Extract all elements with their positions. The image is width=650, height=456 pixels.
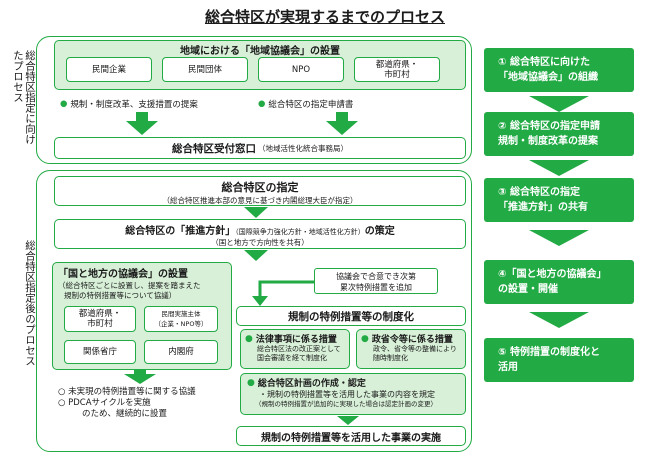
pre-vertical-label: 総合特区指定に向けたプロセス <box>6 50 36 150</box>
arrow-down-icon <box>337 416 359 425</box>
policy-box: 総合特区の「推進方針」（国際競争力強化方針・地域活性化方針）の策定 （国と地方で… <box>54 219 466 249</box>
arrow-down-icon <box>326 121 358 135</box>
bullet-proposal: ●規制・制度改革、支援措置の提案 <box>60 98 250 110</box>
law-measure-body: 総合特区法の改正案として 国会審議を経て制度化 <box>257 345 341 362</box>
page-title: 総合特区が実現するまでのプロセス <box>204 8 445 26</box>
member-private-org: 民間団体 <box>162 57 248 82</box>
unrealized-line2: ○ PDCAサイクルを実施 <box>58 398 238 409</box>
policy-paren: （国際競争力強化方針・地域活性化方針） <box>235 228 365 236</box>
arrow-stem <box>136 112 148 121</box>
ordinance-measure-box: ●政省令等に係る措置 政令、省令等の整備により 随時制度化 <box>356 329 466 369</box>
step-4: ④「国と地方の協議会」 の設置・開催 <box>484 260 634 304</box>
designation-title: 総合特区の指定 <box>221 181 299 194</box>
member-npo: NPO <box>258 57 344 82</box>
ordinance-measure-title: ●政省令等に係る措置 <box>361 332 461 346</box>
unrealized-line3: のため、継続的に設置 <box>82 409 168 419</box>
designation-sub: （総合特区推進本部の意見に基づき内閣総理大臣が指定） <box>162 196 358 205</box>
unrealized-line2-text: PDCAサイクルを実施 <box>68 398 151 408</box>
arrow-down-icon <box>244 250 268 261</box>
reception-window-sub: （地域活性化統合事務局） <box>258 143 348 153</box>
regional-council-title: 地域における「地域協議会」の設置 <box>180 46 340 57</box>
post-vertical-label: 総合特区指定後のプロセス <box>6 240 36 380</box>
step-arrow-down-icon <box>529 230 589 246</box>
national-council-sub2: 規制の特例措置等について協議） <box>64 291 177 300</box>
law-measure-box: ●法律事項に係る措置 総合特区法の改正案として 国会審議を経て制度化 <box>240 329 350 369</box>
step-3: ③ 総合特区の指定 「推進方針」の共有 <box>484 178 634 222</box>
plan-title: ●総合特区計画の作成・認定 <box>247 376 459 390</box>
ordinance-measure-title-text: 政省令等に係る措置 <box>371 335 453 345</box>
bullet-proposal-text: 規制・制度改革、支援措置の提案 <box>70 100 198 110</box>
implementation-label: 規制の特例措置等を活用した事業の実施 <box>261 432 441 444</box>
bullet-dot-icon: ● <box>60 99 68 109</box>
circle-bullet-icon: ○ <box>58 387 69 397</box>
institutionalize-box: 規制の特例措置等の制度化 <box>236 306 466 326</box>
step-arrow-down-icon <box>529 312 589 328</box>
plan-title-text: 総合特区計画の作成・認定 <box>257 379 366 389</box>
arrow-stem <box>336 112 348 121</box>
unrealized-line1: ○ 未実現の特例措置等に関する協議 <box>58 387 238 398</box>
bullet-application: ●総合特区の指定申請書 <box>258 98 448 110</box>
designation-box: 総合特区の指定 （総合特区推進本部の意見に基づき内閣総理大臣が指定） <box>54 176 466 206</box>
bullet-dot-icon: ● <box>245 333 253 344</box>
policy-sub: （国と地方で方向性を共有） <box>211 238 309 247</box>
policy-title: 総合特区の「推進方針」 <box>125 226 236 237</box>
unrealized-notes: ○ 未実現の特例措置等に関する協議 ○ PDCAサイクルを実施 のため、継続的に… <box>58 387 238 420</box>
nc-member-prefecture: 都道府県・ 市町村 <box>64 306 136 332</box>
step-2: ② 総合特区の指定申請 規制・制度改革の提案 <box>484 112 634 156</box>
nc-member-ministries: 関係省庁 <box>64 340 136 364</box>
bullet-application-text: 総合特区の指定申請書 <box>268 100 354 110</box>
plan-body: ・規制の特例措置等を活用した事業の内容を規定 <box>259 390 435 399</box>
policy-line: 総合特区の「推進方針」（国際競争力強化方針・地域活性化方針）の策定 <box>55 222 465 237</box>
nc-member-cabinet: 内閣府 <box>144 340 218 364</box>
plan-note: （規制の特例措置が追加的に実現した場合は認定計画の変更） <box>255 400 437 408</box>
callout-arrow-icon <box>252 280 314 306</box>
arrow-stem <box>134 370 146 374</box>
unrealized-line1-text: 未実現の特例措置等に関する協議 <box>68 387 196 397</box>
policy-tail: の策定 <box>364 226 395 237</box>
ordinance-measure-body: 政令、省令等の整備により 随時制度化 <box>373 345 457 362</box>
bullet-dot-icon: ● <box>247 377 255 388</box>
step-arrow-down-icon <box>529 96 589 112</box>
arrow-down-icon <box>124 374 156 384</box>
circle-bullet-icon: ○ <box>58 398 69 408</box>
step-arrow-down-icon <box>529 160 589 176</box>
arrow-down-icon <box>126 121 158 135</box>
reception-window: 総合特区受付窓口 （地域活性化統合事務局） <box>54 137 466 159</box>
law-measure-title-text: 法律事項に係る措置 <box>255 335 337 345</box>
plan-box: ●総合特区計画の作成・認定 ・規制の特例措置等を活用した事業の内容を規定 （規制… <box>240 373 466 415</box>
national-council-title: 「国と地方の協議会」の設置 <box>58 269 188 280</box>
member-private-company: 民間企業 <box>66 57 152 82</box>
callout-note: 協議会で合意でき次第 累次特例措置を追加 <box>314 268 438 294</box>
institutionalize-title: 規制の特例措置等の制度化 <box>288 310 414 323</box>
national-council-sub1: （総合特区ごとに設置し、提案を踏まえた <box>58 281 201 290</box>
bullet-dot-icon: ● <box>258 99 266 109</box>
bullet-dot-icon: ● <box>361 333 369 344</box>
implementation-box: 規制の特例措置等を活用した事業の実施 <box>236 426 466 446</box>
nc-member-private: 民間実施主体 （企業・NPO等） <box>144 306 218 332</box>
member-prefecture: 都道府県・ 市町村 <box>354 57 440 82</box>
reception-window-label: 総合特区受付窓口 <box>172 142 256 155</box>
step-1: ① 総合特区に向けた 「地域協議会」の組織 <box>484 48 634 92</box>
arrow-down-icon <box>244 207 268 218</box>
law-measure-title: ●法律事項に係る措置 <box>245 332 345 346</box>
step-5: ⑤ 特例措置の制度化と 活用 <box>484 338 634 382</box>
